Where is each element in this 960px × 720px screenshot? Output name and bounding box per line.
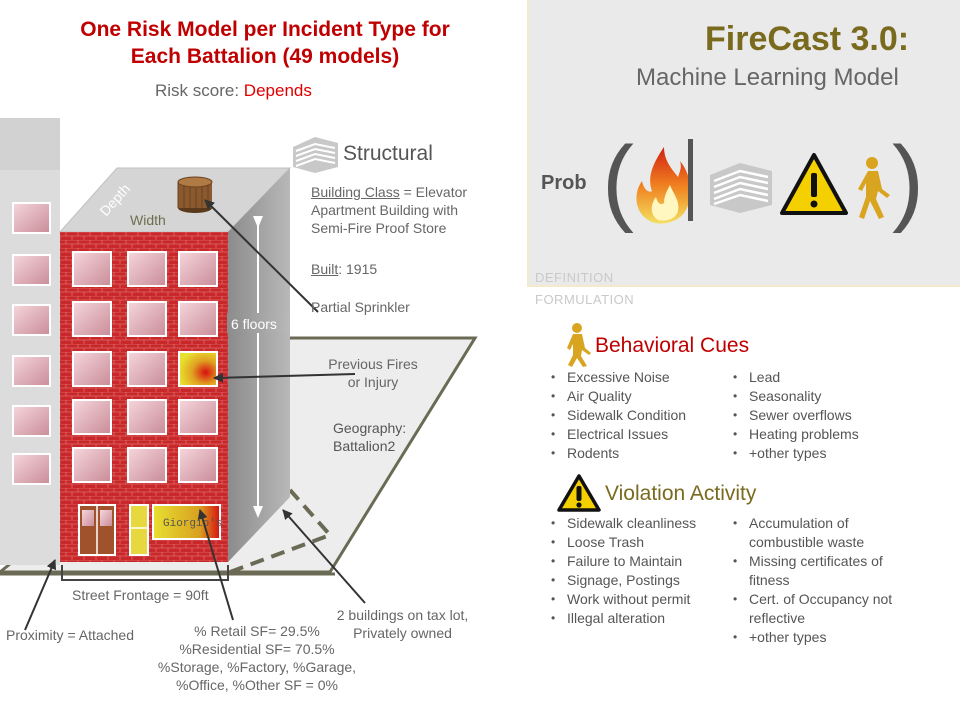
violation-heading: Violation Activity xyxy=(605,482,757,505)
left-title-line2: Each Battalion (49 models) xyxy=(130,45,400,68)
list-item: Heating problems xyxy=(731,425,931,444)
behavioral-list-1: Excessive Noise Air Quality Sidewalk Con… xyxy=(549,368,729,463)
list-item: Rodents xyxy=(549,444,729,463)
list-item: Seasonality xyxy=(731,387,931,406)
violation-list-2: Accumulation of combustible waste Missin… xyxy=(731,514,921,647)
width-label: Width xyxy=(130,212,166,228)
probability-formula: ( ) xyxy=(602,127,924,234)
facade-windows xyxy=(72,251,218,483)
list-item: Failure to Maintain xyxy=(549,552,734,571)
usage-line4: %Office, %Other SF = 0% xyxy=(176,677,338,693)
lot-line2: Privately owned xyxy=(353,625,452,641)
previous-fires-line2: or Injury xyxy=(347,374,399,390)
list-item: Sewer overflows xyxy=(731,406,931,425)
fire-icon xyxy=(636,147,691,224)
built-year: Built: 1915 xyxy=(311,260,377,278)
firecast-panel xyxy=(527,0,960,287)
usage-breakdown: % Retail SF= 29.5% %Residential SF= 70.5… xyxy=(135,622,379,694)
definition-label: DEFINITION xyxy=(535,270,614,285)
sprinkler: Partial Sprinkler xyxy=(311,299,410,315)
built-value: : 1915 xyxy=(338,261,378,277)
building-class-value: = Elevator Apartment Building with Semi-… xyxy=(311,184,468,236)
warning-icon xyxy=(557,474,601,512)
proximity: Proximity = Attached xyxy=(6,627,135,643)
warning-icon xyxy=(780,153,848,215)
building-icon xyxy=(710,163,772,213)
risk-value: Depends xyxy=(243,81,312,100)
neighbor-building xyxy=(0,118,60,565)
street-frontage: Street Frontage = 90ft xyxy=(72,587,209,603)
fire-window xyxy=(178,351,218,387)
list-item: Air Quality xyxy=(549,387,729,406)
left-title: One Risk Model per Incident Type for Eac… xyxy=(30,16,500,70)
given-bar xyxy=(688,139,693,221)
list-item: Sidewalk Condition xyxy=(549,406,729,425)
violation-list-1: Sidewalk cleanliness Loose Trash Failure… xyxy=(549,514,734,628)
neighbor-windows xyxy=(12,202,51,485)
structural-heading: Structural xyxy=(343,142,433,165)
list-item: Sidewalk cleanliness xyxy=(549,514,734,533)
risk-score: Risk score: Depends xyxy=(155,81,312,101)
usage-line3: %Storage, %Factory, %Garage, xyxy=(157,659,357,675)
list-item: Loose Trash xyxy=(549,533,734,552)
behavioral-list-2: Lead Seasonality Sewer overflows Heating… xyxy=(731,368,931,463)
lot-line1: 2 buildings on tax lot, xyxy=(336,607,469,623)
usage-line1: % Retail SF= 29.5% xyxy=(194,623,320,639)
building-icon xyxy=(293,137,338,173)
firecast-subtitle: Machine Learning Model xyxy=(636,64,899,91)
geography: Geography: Battalion2 xyxy=(333,419,406,455)
risk-label: Risk score: xyxy=(155,81,244,100)
pedestrian-icon xyxy=(858,157,890,219)
building-class: Building Class = Elevator Apartment Buil… xyxy=(311,183,491,237)
left-title-line1: One Risk Model per Incident Type for xyxy=(80,18,450,41)
usage-line2: %Residential SF= 70.5% xyxy=(179,641,335,657)
open-paren: ( xyxy=(602,127,634,234)
built-label: Built xyxy=(311,261,339,277)
building-class-label: Building Class xyxy=(311,184,400,200)
store-sign: Giorgio's xyxy=(163,518,222,530)
list-item: Work without permit xyxy=(549,590,734,609)
firecast-title: FireCast 3.0: xyxy=(705,20,910,58)
water-tower xyxy=(177,176,213,213)
callout-lines xyxy=(24,199,366,631)
close-paren: ) xyxy=(892,127,924,234)
list-item: Cert. of Occupancy not reflective xyxy=(731,590,921,628)
frontage-bracket xyxy=(61,565,229,581)
geography-line1: Geography: xyxy=(333,420,407,436)
list-item: Accumulation of combustible waste xyxy=(731,514,921,552)
list-item: +other types xyxy=(731,444,931,463)
behavioral-heading: Behavioral Cues xyxy=(595,334,750,357)
formulation-label: FORMULATION xyxy=(535,292,635,307)
previous-fires-line1: Previous Fires xyxy=(328,356,418,372)
tax-lot-info: 2 buildings on tax lot, Privately owned xyxy=(320,606,485,642)
list-item: +other types xyxy=(731,628,921,647)
list-item: Illegal alteration xyxy=(549,609,734,628)
pedestrian-icon xyxy=(567,323,591,367)
list-item: Electrical Issues xyxy=(549,425,729,444)
list-item: Missing certificates of fitness xyxy=(731,552,921,590)
prob-label: Prob xyxy=(541,172,587,194)
previous-fires: Previous Fires or Injury xyxy=(318,355,428,391)
list-item: Signage, Postings xyxy=(549,571,734,590)
store-front xyxy=(152,504,221,540)
list-item: Excessive Noise xyxy=(549,368,729,387)
ground-floor xyxy=(78,504,221,556)
floors-label: 6 floors xyxy=(231,316,277,332)
geography-line2: Battalion2 xyxy=(333,438,396,454)
list-item: Lead xyxy=(731,368,931,387)
